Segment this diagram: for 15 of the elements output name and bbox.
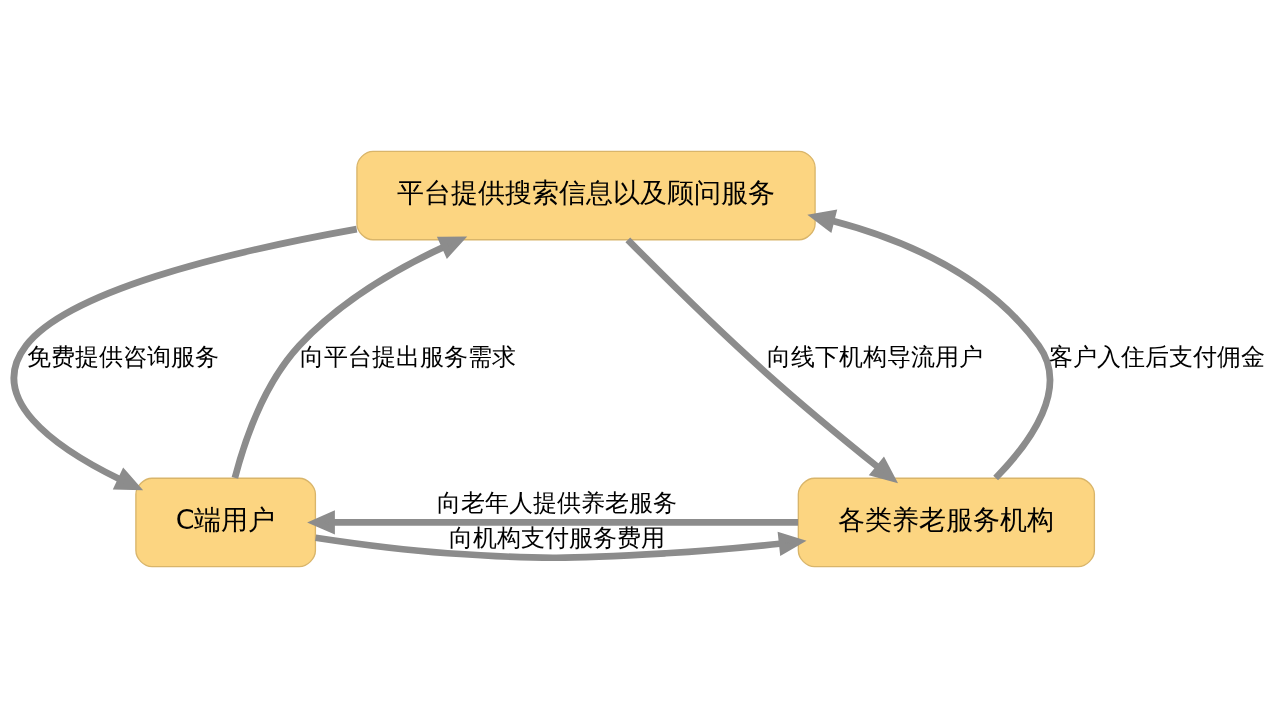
arrow (625, 236, 899, 483)
edge-label: 向老年人提供养老服务 (436, 488, 677, 517)
edge-label: 客户入住后支付佣金 (1049, 342, 1266, 371)
edge-label: 向线下机构导流用户 (766, 342, 983, 371)
node-box: 平台提供搜索信息以及顾问服务 (356, 150, 816, 240)
node-box: 各类养老服务机构 (797, 477, 1096, 567)
arrow (807, 209, 1054, 480)
arrow (307, 509, 799, 535)
arrow (11, 225, 358, 490)
node-box: C端用户 (135, 477, 317, 567)
arrow (231, 235, 468, 479)
edge-label: 向机构支付服务费用 (448, 523, 665, 552)
arrow (315, 531, 807, 561)
edge-label: 免费提供咨询服务 (27, 342, 220, 371)
edge-label: 向平台提出服务需求 (300, 342, 517, 371)
